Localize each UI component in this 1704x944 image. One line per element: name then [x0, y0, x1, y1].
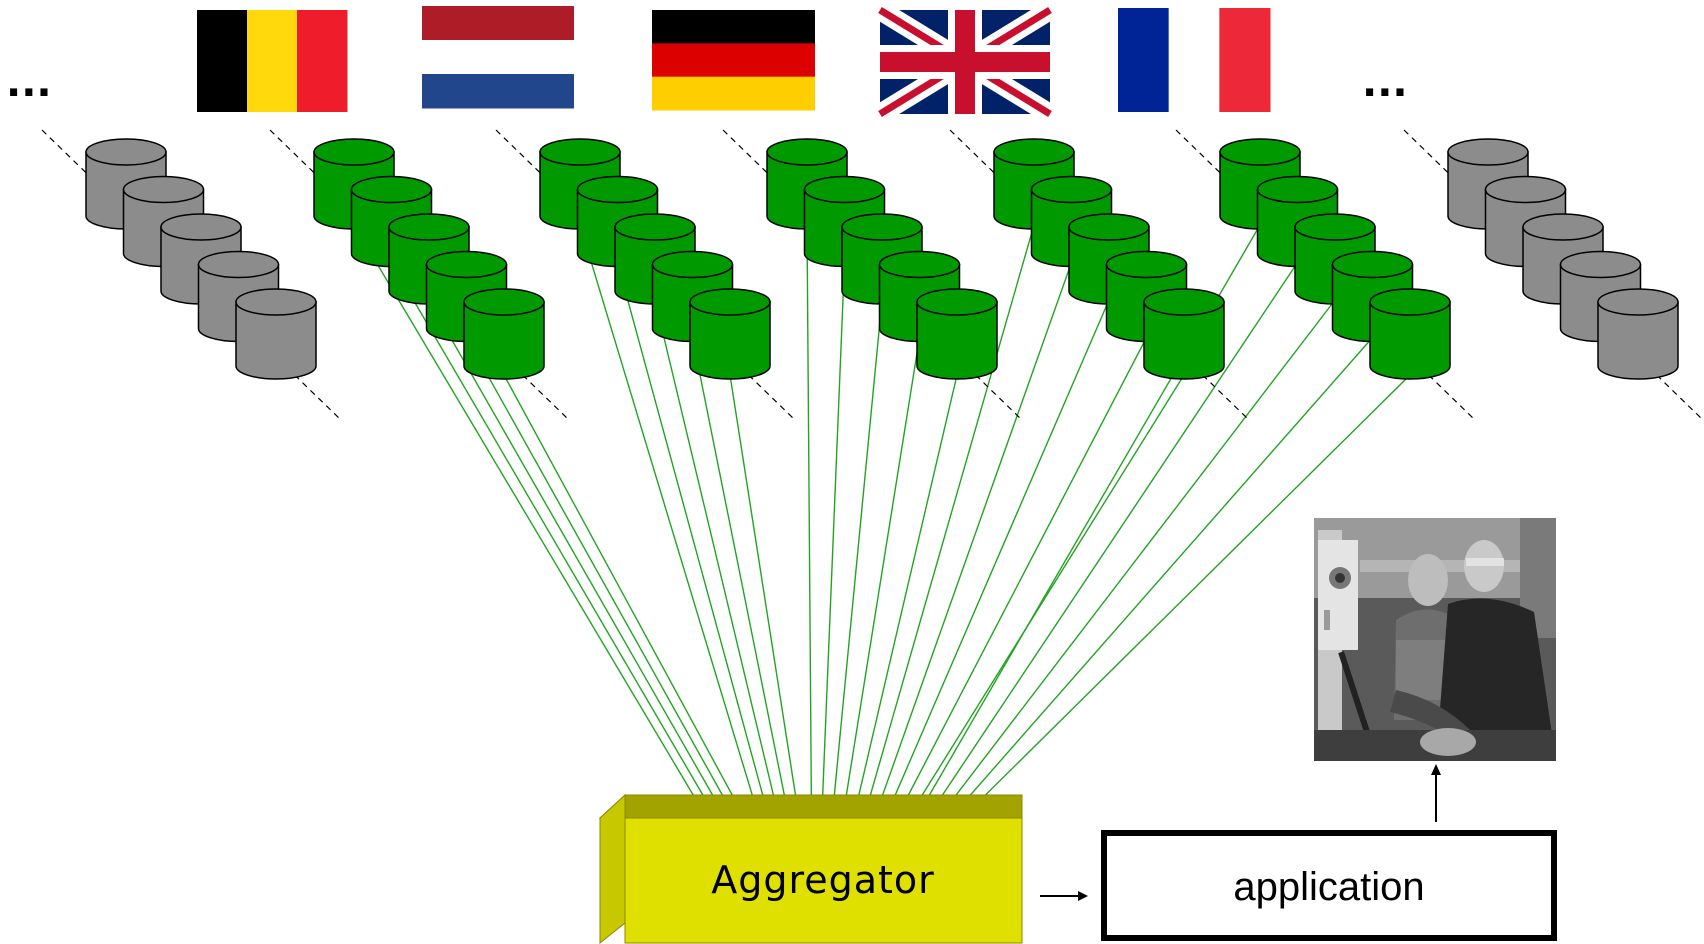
flag-belgium-icon — [197, 10, 348, 112]
ellipsis-right: ... — [1362, 60, 1408, 106]
connection-line — [884, 337, 1148, 841]
connection-line — [729, 374, 804, 841]
arrow-to-photo — [1431, 764, 1441, 822]
workers-photo-icon — [1314, 518, 1556, 761]
database-icon — [689, 288, 771, 380]
flag-netherlands-icon — [422, 6, 574, 109]
aggregator-top-face — [598, 794, 1023, 819]
connection-line — [579, 224, 767, 841]
database-stacks — [41, 129, 1704, 421]
connection-line — [921, 299, 1336, 841]
database-icon — [1143, 288, 1225, 380]
connection-line — [866, 262, 1073, 841]
aggregator-side-face — [599, 793, 626, 944]
country-flags — [197, 1, 1271, 123]
ellipsis-left: ... — [6, 60, 52, 106]
connection-line — [930, 337, 1374, 841]
database-icon — [1597, 288, 1679, 380]
database-stack-7 — [1403, 129, 1704, 421]
flag-united-kingdom-icon — [874, 1, 1056, 123]
connection-line — [806, 224, 813, 841]
flag-germany-icon — [652, 10, 815, 111]
connection-line — [353, 224, 721, 841]
flag-france-icon — [1118, 8, 1271, 112]
connection-line — [691, 337, 795, 841]
database-icon — [1369, 288, 1451, 380]
connection-line — [856, 224, 1035, 841]
connection-lines — [353, 224, 1411, 841]
application-box[interactable]: application — [1101, 830, 1557, 941]
connection-line — [838, 337, 921, 841]
connection-line — [939, 374, 1411, 841]
database-icon — [916, 288, 998, 380]
database-icon — [463, 288, 545, 380]
connection-line — [428, 299, 739, 841]
connection-line — [893, 374, 1185, 841]
arrow-to-application — [1040, 891, 1088, 901]
connection-line — [503, 374, 758, 841]
connection-line — [911, 262, 1299, 841]
aggregator-label: Aggregator — [711, 858, 935, 902]
connection-line — [390, 262, 730, 841]
aggregator-block[interactable]: Aggregator — [598, 793, 1023, 944]
aggregator-front-face — [624, 817, 1023, 944]
connection-line — [847, 374, 958, 841]
database-stack-5 — [949, 129, 1250, 421]
database-stack-6 — [1175, 129, 1476, 421]
database-stack-4 — [722, 129, 1023, 421]
connection-line — [820, 262, 846, 841]
application-label: application — [1233, 865, 1424, 909]
database-stack-2 — [269, 129, 570, 421]
connection-line — [829, 299, 883, 841]
connection-line — [465, 337, 749, 841]
connection-line — [654, 299, 785, 841]
database-icon — [235, 288, 317, 380]
database-stack-1 — [41, 129, 342, 421]
database-stack-3 — [495, 129, 796, 421]
connection-line — [616, 262, 776, 841]
connection-line — [875, 299, 1110, 841]
